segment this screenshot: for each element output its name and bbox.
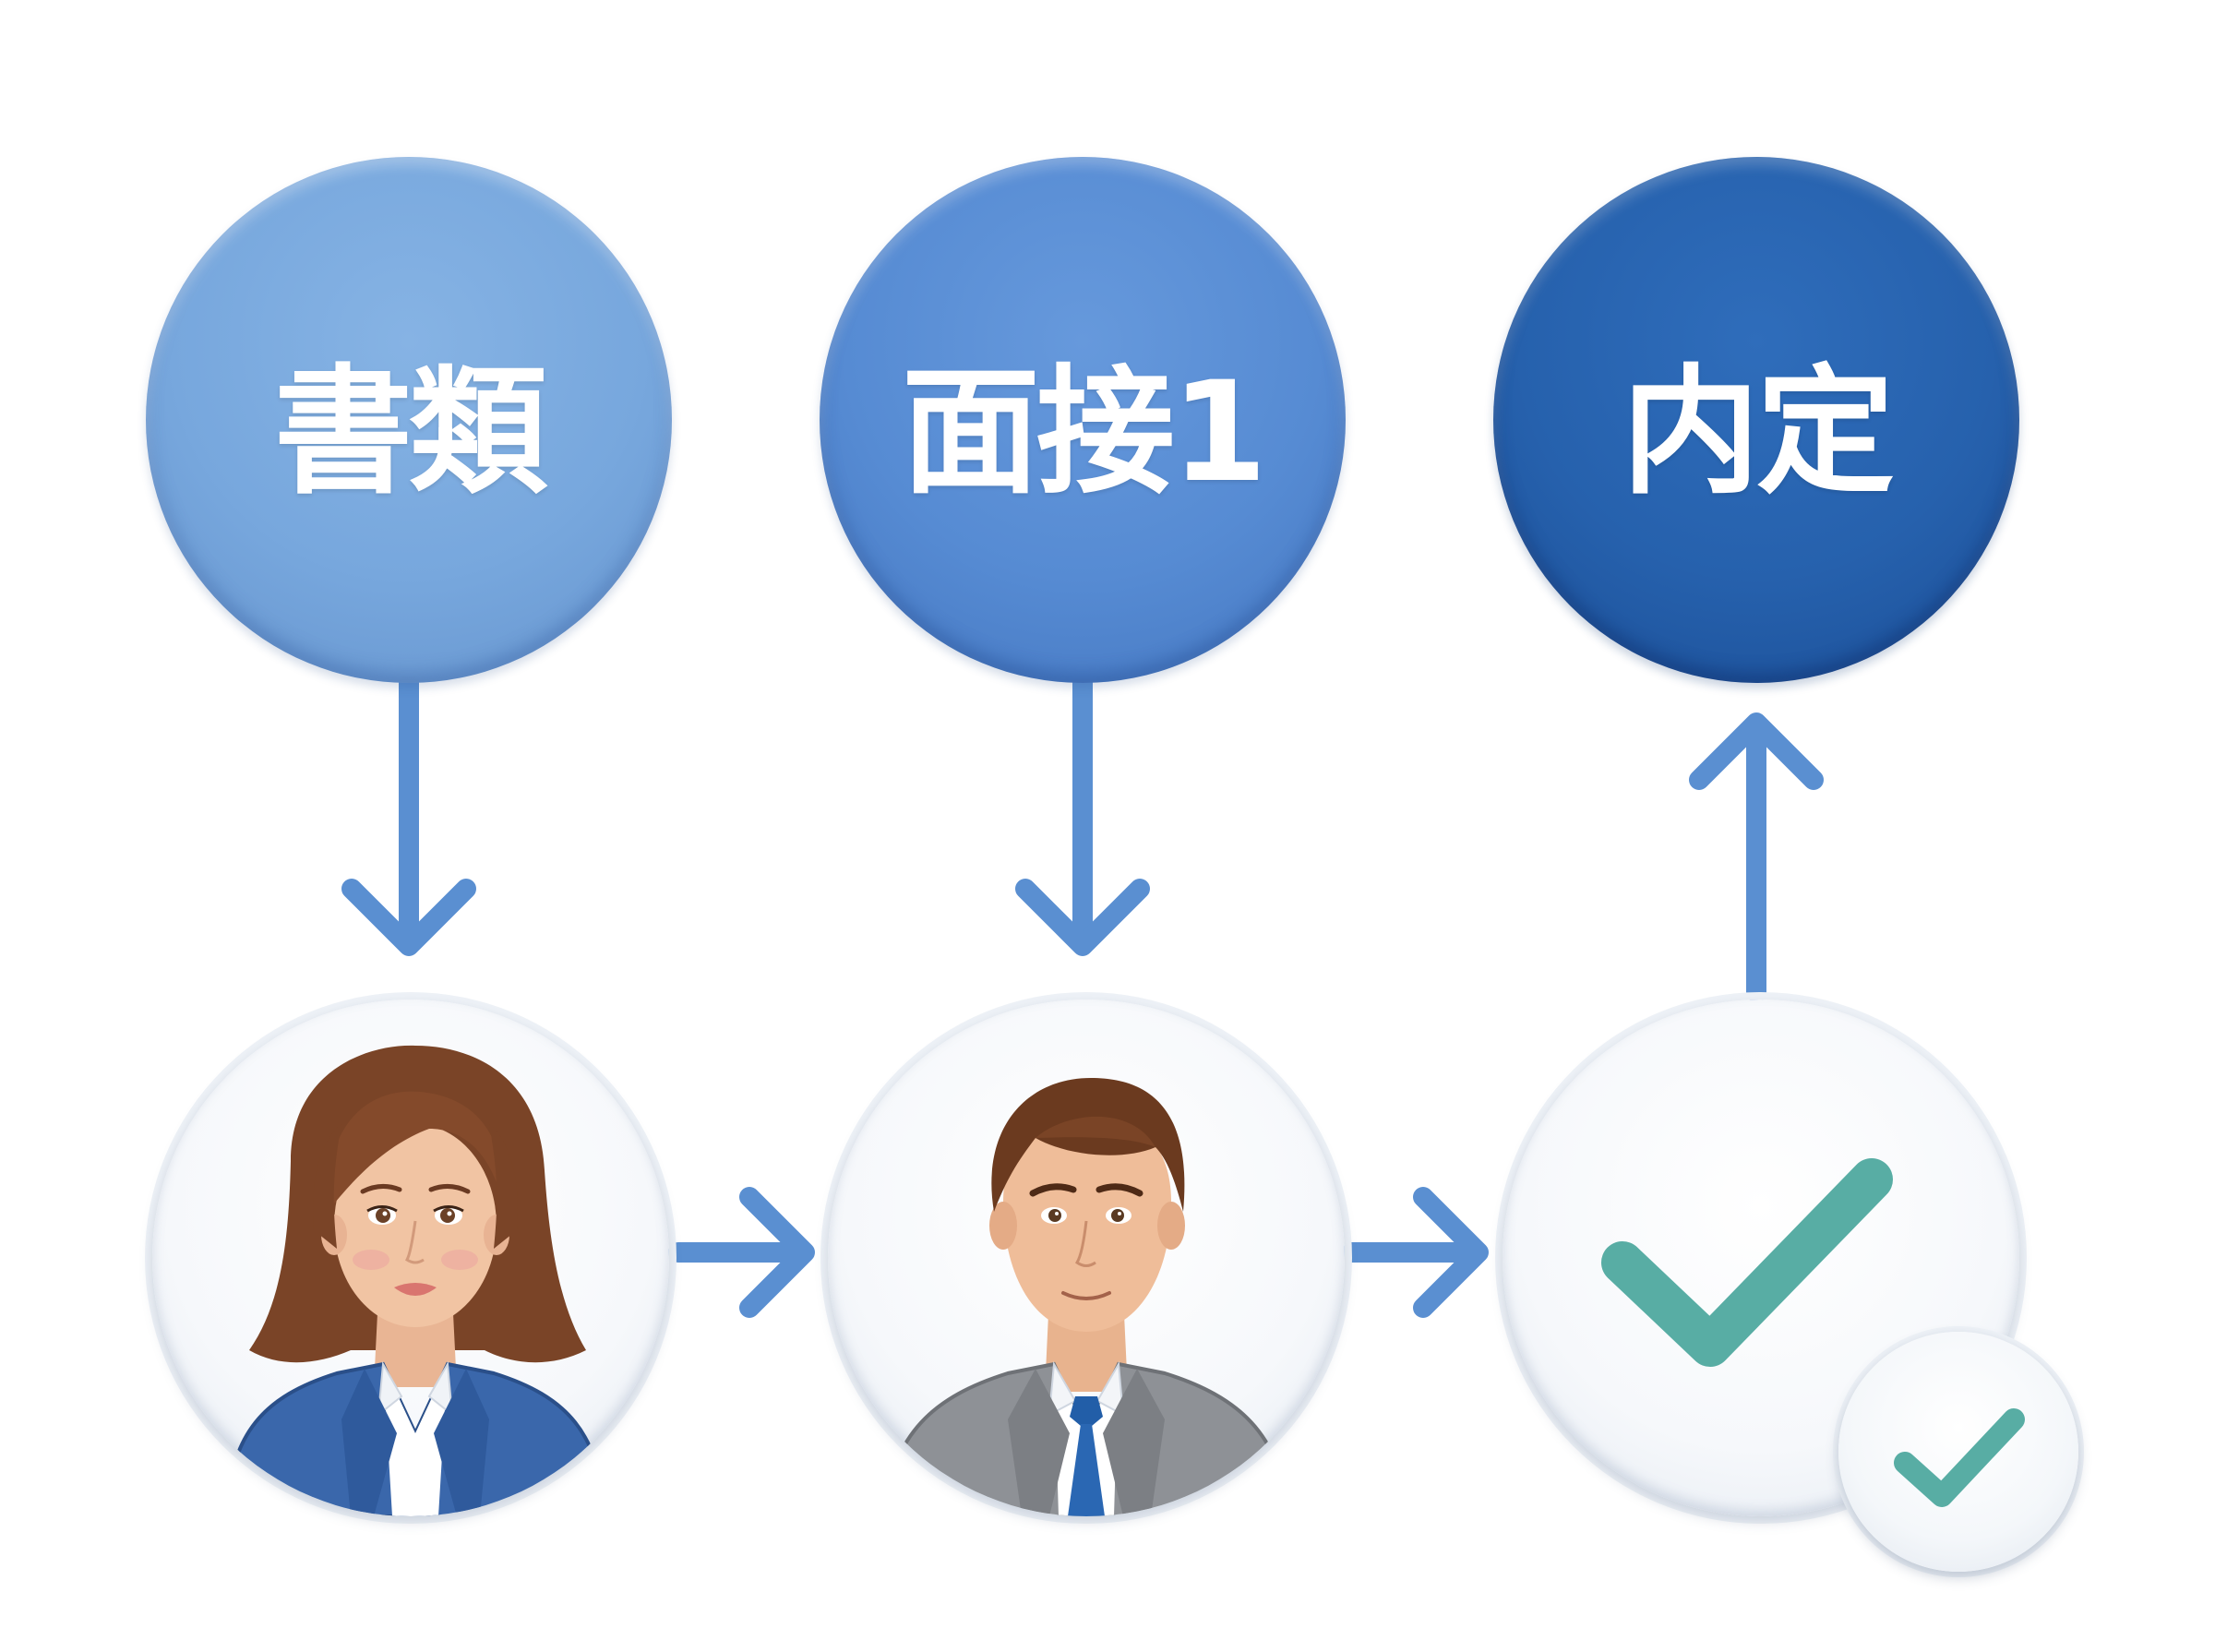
arrow-right-icon xyxy=(668,1187,815,1318)
stage-offer: 内定 xyxy=(1493,157,2019,683)
arrow-up-icon xyxy=(1689,712,1824,1002)
stage-interview-label: 面接1 xyxy=(901,352,1267,513)
small-checkmark-icon xyxy=(1894,1408,2025,1507)
male-candidate-icon xyxy=(880,1078,1292,1516)
checkmark-icon xyxy=(1601,1158,1893,1367)
stage-offer-label: 内定 xyxy=(1621,352,1895,513)
arrow-right-icon xyxy=(1342,1187,1489,1318)
stage-interview: 面接1 xyxy=(820,157,1346,683)
stage-documents-label: 書類 xyxy=(273,352,547,513)
female-candidate-icon xyxy=(223,1045,607,1516)
stage-documents: 書類 xyxy=(146,157,672,683)
arrow-down-icon xyxy=(1015,673,1150,956)
arrow-down-icon xyxy=(341,673,476,956)
small-check-badge xyxy=(1838,1332,2078,1572)
male-candidate-avatar xyxy=(828,1000,1345,1516)
female-candidate-avatar xyxy=(152,1000,669,1516)
